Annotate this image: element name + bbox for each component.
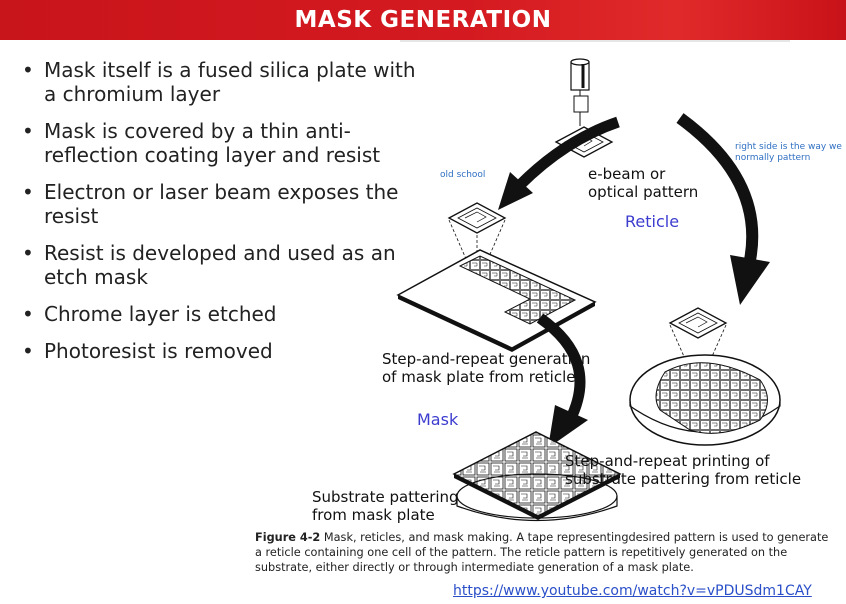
youtube-link[interactable]: https://www.youtube.com/watch?v=vPDUSdm1… bbox=[453, 583, 812, 599]
bullet-dot-icon: • bbox=[22, 180, 34, 204]
bullet-item: •Resist is developed and used as an etch… bbox=[22, 241, 396, 289]
reticle-left-icon bbox=[447, 202, 507, 269]
caption-figure-number: Figure 4-2 bbox=[255, 531, 321, 544]
bullet-item: •Electron or laser beam exposes the resi… bbox=[22, 180, 399, 228]
middle-curved-arrow-icon bbox=[536, 313, 588, 448]
mask-label: Mask bbox=[417, 410, 459, 429]
caption-text: Mask, reticles, and mask making. A tape … bbox=[255, 531, 829, 574]
substrate-disc-bottom-icon bbox=[456, 473, 618, 522]
slide-title: MASK GENERATION bbox=[294, 7, 552, 33]
bullet-item: •Photoresist is removed bbox=[22, 339, 273, 363]
right-side-note: right side is the way we normally patter… bbox=[735, 142, 842, 163]
bullet-item: •Mask itself is a fused silica plate wit… bbox=[22, 58, 416, 106]
bullet-list: •Mask itself is a fused silica plate wit… bbox=[22, 58, 417, 376]
right-curved-arrow-icon bbox=[676, 113, 770, 305]
bullet-dot-icon: • bbox=[22, 241, 34, 265]
bullet-item: •Chrome layer is etched bbox=[22, 302, 277, 326]
step-printing-label: Step-and-repeat printing of substrate pa… bbox=[565, 452, 802, 488]
old-school-note: old school bbox=[440, 170, 486, 180]
bullet-dot-icon: • bbox=[22, 339, 34, 363]
bullet-dot-icon: • bbox=[22, 119, 34, 143]
left-curved-arrow-icon bbox=[498, 116, 620, 210]
figure-caption: Figure 4-2 Mask, reticles, and mask maki… bbox=[255, 530, 835, 575]
substrate-wafer-right-icon bbox=[629, 354, 781, 446]
title-banner: MASK GENERATION bbox=[0, 0, 846, 40]
bullet-item: •Mask is covered by a thin anti-reflecti… bbox=[22, 119, 381, 167]
title-underline bbox=[400, 40, 790, 42]
bullet-dot-icon: • bbox=[22, 302, 34, 326]
ebeam-label: e-beam or optical pattern bbox=[588, 165, 699, 201]
substrate-pattering-label: Substrate pattering from mask plate bbox=[312, 488, 459, 524]
bullet-dot-icon: • bbox=[22, 58, 34, 82]
reticle-label: Reticle bbox=[625, 212, 680, 231]
ebeam-source-icon bbox=[570, 58, 590, 126]
step-generation-label: Step-and-repeat generation of mask plate… bbox=[382, 350, 591, 386]
